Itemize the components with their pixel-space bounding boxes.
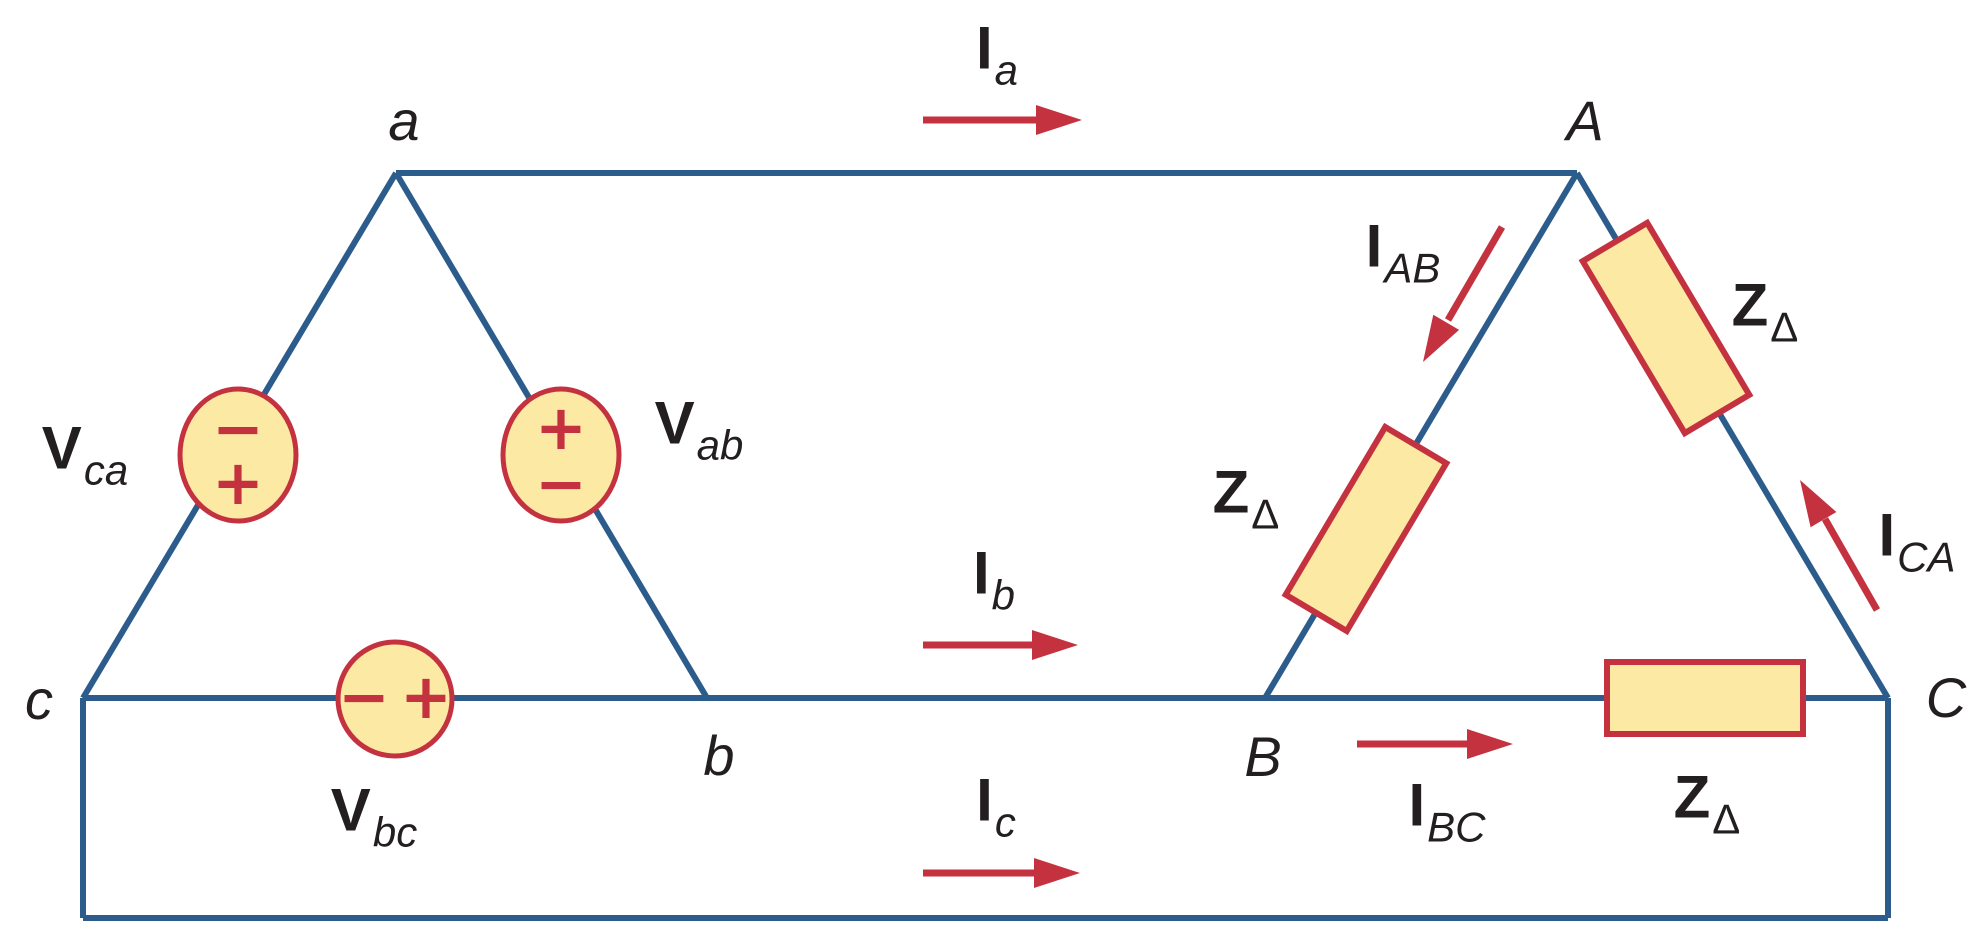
zac-symbol: Z [1731, 271, 1769, 339]
ic-subscript: c [994, 798, 1016, 846]
node-label-b: b [703, 724, 735, 787]
ica-symbol: I [1878, 501, 1896, 569]
ib-subscript: b [991, 571, 1016, 619]
vab-symbol: V [654, 389, 695, 457]
zbc-delta-subscript: Δ [1712, 795, 1741, 843]
node-label-a: a [388, 89, 420, 152]
current-label-ib: Ib [973, 543, 1016, 619]
current-arrow-ic [923, 858, 1080, 888]
zac-delta-subscript: Δ [1770, 303, 1799, 351]
voltage-source-vab [500, 386, 622, 524]
zbc-symbol: Z [1673, 763, 1711, 831]
components [177, 218, 1806, 759]
source-label-vbc: Vbc [331, 780, 418, 856]
source-label-vab: Vab [655, 393, 744, 469]
zab-symbol: Z [1212, 458, 1250, 526]
vca-symbol: V [41, 414, 82, 482]
node-label-A: A [1566, 89, 1604, 152]
current-label-iab: IAB [1366, 216, 1441, 292]
ia-subscript: a [994, 46, 1019, 94]
vca-plus-sign: + [212, 446, 264, 519]
current-arrow-iab [1423, 225, 1506, 362]
ib-symbol: I [972, 539, 990, 607]
ibc-symbol: I [1408, 771, 1426, 839]
vbc-minus-sign: − [338, 660, 390, 733]
vca-subscript: ca [83, 446, 129, 494]
current-label-ic: Ic [976, 770, 1016, 846]
ia-symbol: I [975, 14, 993, 82]
current-arrows [923, 105, 1881, 888]
impedance-box-zac [1578, 218, 1754, 438]
iab-subscript: AB [1384, 244, 1441, 292]
iab-symbol: I [1365, 212, 1383, 280]
current-label-ia: Ia [976, 18, 1019, 94]
node-label-B: B [1244, 725, 1282, 788]
current-arrow-ib [923, 630, 1078, 660]
ica-subscript: CA [1897, 533, 1956, 581]
impedance-label-zab: ZΔ [1213, 462, 1280, 538]
current-arrow-ica [1800, 480, 1881, 612]
vab-plus-sign: + [535, 391, 587, 464]
zab-delta-subscript: Δ [1251, 490, 1280, 538]
vca-minus-sign: − [212, 392, 264, 465]
vbc-subscript: bc [372, 808, 418, 856]
current-label-ica: ICA [1878, 505, 1956, 581]
node-label-c: c [25, 668, 53, 731]
impedance-box-zab [1281, 422, 1451, 636]
current-arrow-ia [923, 105, 1082, 135]
current-arrow-ibc [1357, 729, 1513, 759]
impedance-label-zac: ZΔ [1732, 275, 1799, 351]
vab-subscript: ab [696, 421, 744, 469]
current-label-ibc: IBC [1408, 775, 1486, 851]
vbc-symbol: V [330, 776, 371, 844]
voltage-source-vbc [335, 639, 455, 759]
impedance-box-zbc [1604, 659, 1806, 737]
ic-symbol: I [976, 766, 993, 834]
impedance-label-zbc: ZΔ [1674, 767, 1741, 843]
vbc-plus-sign: + [400, 660, 452, 733]
node-label-C: C [1925, 666, 1967, 729]
voltage-source-vca [177, 386, 299, 524]
source-label-vca: Vca [42, 418, 129, 494]
vab-minus-sign: − [535, 447, 587, 520]
ibc-subscript: BC [1427, 803, 1486, 851]
